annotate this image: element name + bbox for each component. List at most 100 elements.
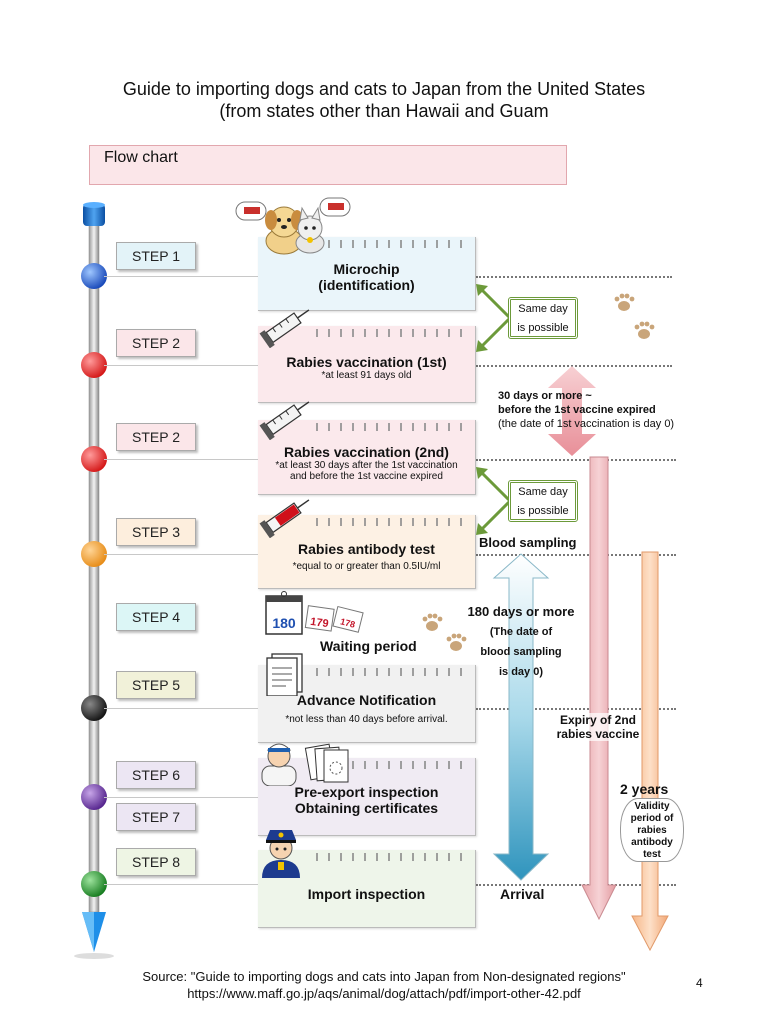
blood-syringe-icon: [259, 499, 310, 538]
step-label-6: STEP 6: [116, 761, 196, 789]
thirty-days-line1: 30 days or more ~: [498, 390, 592, 402]
step-label-5: STEP 5: [116, 671, 196, 699]
card-vacc2-note2: and before the 1st vaccine expired: [290, 471, 443, 482]
card-advance-title: Advance Notification: [296, 692, 437, 708]
card-vacc1-title: Rabies vaccination (1st): [286, 354, 447, 370]
dotted-line-5: [476, 708, 676, 710]
expiry-line1: Expiry of 2nd: [559, 713, 636, 727]
step-2-marker: [81, 352, 107, 378]
calendar-number-180: 180: [272, 615, 296, 631]
connector-1: [104, 276, 260, 277]
page-number: 4: [696, 976, 703, 990]
card-rabies-vaccination-1: Rabies vaccination (1st) *at least 91 da…: [258, 326, 476, 403]
thirty-days-line2: before the 1st vaccine expired: [498, 404, 656, 416]
step-label-2b: STEP 2: [116, 423, 196, 451]
calendar-number-179: 179: [309, 616, 329, 630]
connector-7: [104, 884, 260, 885]
card-microchip-title2: (identification): [318, 277, 415, 293]
expiry-text: Expiry of 2nd rabies vaccine: [548, 713, 648, 741]
validity-line5: test: [643, 849, 661, 860]
expiry-line2: rabies vaccine: [556, 727, 640, 741]
timeline-top-cap: [83, 204, 105, 226]
pink-down-arrow: [581, 456, 617, 921]
same-day-1-line1: Same day: [518, 303, 568, 315]
one-eighty-line4: is day 0): [498, 666, 544, 678]
validity-line2: period of: [630, 813, 674, 824]
dotted-line-2: [476, 365, 672, 367]
step-label-3: STEP 3: [116, 518, 196, 546]
card-antibody-note: *equal to or greater than 0.5IU/ml: [292, 561, 441, 572]
timeline: [74, 202, 114, 959]
thirty-days-text: 30 days or more ~ before the 1st vaccine…: [498, 389, 674, 431]
step-5-marker: [81, 695, 107, 721]
syringe-icon: [259, 401, 310, 440]
step-8-marker: [81, 871, 107, 897]
dotted-line-4: [476, 554, 676, 556]
connector-2: [104, 365, 260, 366]
connector-4: [104, 554, 260, 555]
source-line1: Source: "Guide to importing dogs and cat…: [142, 969, 626, 984]
card-antibody-title: Rabies antibody test: [298, 541, 435, 557]
dotted-line-1: [476, 276, 672, 278]
card-vacc2-title: Rabies vaccination (2nd): [284, 444, 449, 460]
two-years-label: 2 years: [620, 781, 669, 797]
step-label-8: STEP 8: [116, 848, 196, 876]
source-line2: https://www.maff.go.jp/aqs/animal/dog/at…: [187, 986, 581, 1001]
validity-line1: Validity: [634, 801, 670, 812]
validity-line3: rabies: [637, 825, 667, 836]
step-6-marker: [81, 784, 107, 810]
validity-bubble: Validity period of rabies antibody test: [620, 798, 684, 862]
step-label-2: STEP 2: [116, 329, 196, 357]
blood-sampling-label: Blood sampling: [479, 535, 577, 550]
dotted-line-6: [476, 884, 676, 886]
dog-cat-icon: [235, 197, 351, 255]
orange-down-arrow: [631, 551, 669, 952]
one-eighty-text: 180 days or more (The date of blood samp…: [466, 602, 576, 682]
dotted-line-3: [476, 459, 676, 461]
same-day-1-line2: is possible: [517, 322, 569, 334]
arrival-label: Arrival: [500, 886, 545, 902]
source-citation: Source: "Guide to importing dogs and cat…: [0, 968, 768, 1002]
same-day-2-line2: is possible: [517, 505, 569, 517]
card-antibody-test: Rabies antibody test *equal to or greate…: [258, 515, 476, 589]
title-line-1: Guide to importing dogs and cats to Japa…: [122, 79, 646, 99]
card-import-inspection: Import inspection: [258, 850, 476, 928]
one-eighty-line1: 180 days or more: [467, 604, 575, 619]
card-rabies-vaccination-2: Rabies vaccination (2nd) *at least 30 da…: [258, 420, 476, 495]
officer-icon: [262, 830, 300, 878]
card-preexport-title: Pre-export inspection: [294, 784, 439, 800]
connector-3: [104, 459, 260, 460]
connector-5: [104, 708, 260, 709]
step-label-4: STEP 4: [116, 603, 196, 631]
card-import-title: Import inspection: [307, 886, 426, 902]
card-advance-note: *not less than 40 days before arrival.: [285, 714, 448, 725]
title-line-2: (from states other than Hawaii and Guam: [219, 101, 549, 121]
validity-line4: antibody: [631, 837, 673, 848]
step-label-1: STEP 1: [116, 242, 196, 270]
calendar-icon: 180 179 178: [265, 591, 364, 635]
waiting-period-label: Waiting period: [320, 638, 417, 654]
calendar-number-178: 178: [339, 616, 356, 629]
paw-prints-icon: [422, 613, 467, 651]
one-eighty-line3: blood sampling: [480, 646, 562, 658]
connector-6: [104, 797, 260, 798]
pink-double-arrow: [548, 366, 596, 456]
card-vacc2-note: *at least 30 days after the 1st vaccinat…: [275, 460, 458, 471]
step-label-7: STEP 7: [116, 803, 196, 831]
inspector-icon: [261, 743, 349, 786]
document-icon: [266, 653, 303, 696]
paw-prints-icon: [614, 293, 655, 339]
step-2b-marker: [81, 446, 107, 472]
step-1-marker: [81, 263, 107, 289]
card-preexport-title2: Obtaining certificates: [294, 800, 439, 816]
thirty-days-line3: (the date of 1st vaccination is day 0): [498, 418, 675, 430]
syringe-icon: [259, 309, 310, 348]
page-title: Guide to importing dogs and cats to Japa…: [0, 78, 768, 122]
one-eighty-line2: (The date of: [489, 626, 553, 638]
same-day-box-2: Same day is possible: [508, 480, 578, 522]
card-vacc1-note: *at least 91 days old: [321, 370, 412, 381]
blue-double-arrow: [492, 553, 550, 881]
card-microchip-title: Microchip: [333, 261, 400, 277]
same-day-box-1: Same day is possible: [508, 297, 578, 339]
flow-chart-label: Flow chart: [104, 149, 178, 166]
